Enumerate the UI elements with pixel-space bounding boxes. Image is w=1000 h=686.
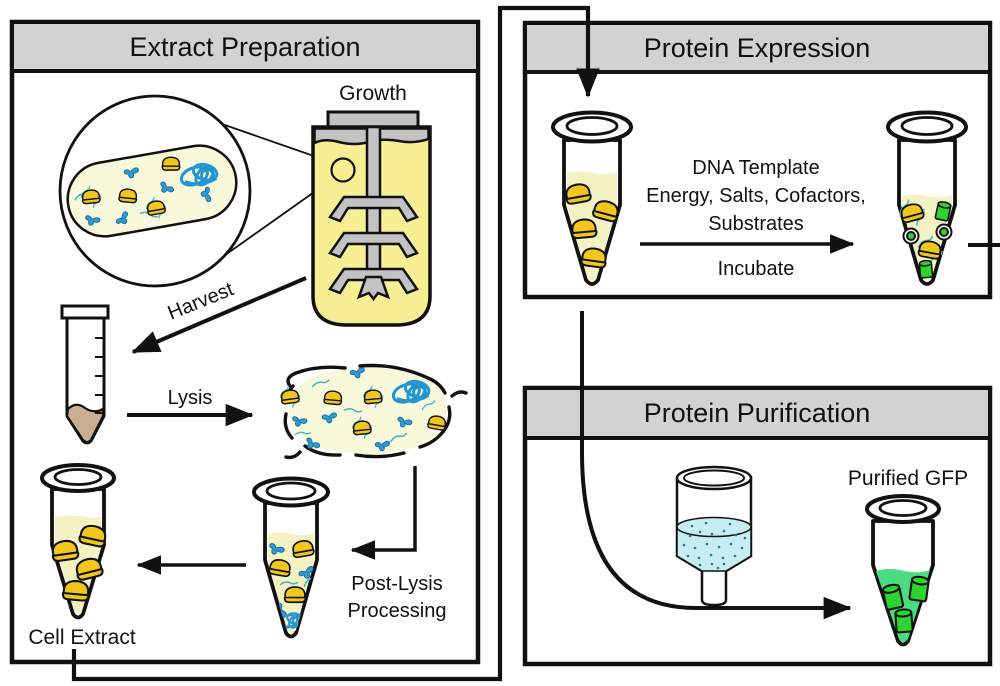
ribosome-icon (323, 389, 344, 406)
purified-gfp-tube (865, 494, 941, 647)
expression-input-tube (551, 110, 633, 286)
panel-header (523, 386, 992, 440)
extract-preparation-panel: Extract Preparation (9, 19, 481, 665)
tube-opening (878, 499, 928, 517)
bioreactor (311, 110, 432, 327)
tube-opening (900, 116, 954, 136)
protein-purification-panel: Protein Purification Purified GFP (522, 385, 993, 667)
lysed-cell-cytoplasm (289, 367, 446, 455)
lysis-label: Lysis (168, 387, 213, 409)
ribosome-icon (61, 578, 91, 603)
reagents-line1: DNA Template (692, 157, 819, 179)
conical-tube (60, 304, 110, 445)
ribosome-icon (570, 217, 598, 240)
filter-opening (683, 469, 745, 487)
conical-tube-cap (60, 304, 110, 320)
connector-expression-to-purification (580, 311, 852, 620)
graduation-ticks (95, 337, 104, 414)
filter-column (675, 465, 753, 607)
panel-header (523, 21, 992, 74)
tube-opening (565, 116, 619, 136)
resin-beads (682, 521, 747, 570)
cell-extract-tube (40, 463, 116, 620)
lysed-cell (278, 363, 468, 460)
harvest-arrow (131, 276, 307, 354)
panel-title: Extract Preparation (129, 32, 360, 62)
tube-opening (265, 481, 317, 501)
protein-expression-panel: Protein Expression DNA Template Energy, … (522, 20, 993, 300)
panel-title: Protein Purification (644, 398, 871, 428)
gfp-barrel-icon (935, 223, 953, 241)
ribosome-icon (283, 586, 307, 604)
expression-output-tube (886, 110, 968, 286)
purified-gfp-label: Purified GFP (848, 467, 968, 490)
gfp-barrel-icon (918, 259, 934, 279)
gfp-barrel-icon (908, 574, 931, 603)
post-lysis-label-line2: Processing (348, 600, 447, 622)
reagents-line3: Substrates (708, 213, 804, 235)
incubate-label: Incubate (718, 258, 795, 280)
panel-title: Protein Expression (644, 33, 871, 63)
gfp-barrel-icon (894, 607, 914, 634)
panel-header (10, 20, 480, 73)
post-lysis-arrow (350, 466, 417, 560)
gfp-barrel-icon (934, 200, 953, 222)
gfp-barrel-icon (881, 582, 905, 612)
gfp-barrel-icon (902, 227, 920, 245)
lysed-membrane-fragments (283, 363, 468, 460)
cell-extract-label: Cell Extract (28, 626, 136, 649)
cell-pellet (65, 403, 105, 444)
post-lysis-tube (252, 476, 330, 639)
ribosome-icon (161, 156, 181, 171)
sampling-circle (330, 157, 356, 183)
bacterial-cell (66, 144, 238, 238)
magnified-cell-inset (58, 94, 335, 288)
bioreactor-impeller (328, 125, 419, 302)
growth-label: Growth (339, 82, 407, 105)
resin-surface (676, 516, 752, 538)
reagents-line2: Energy, Salts, Cofactors, (646, 185, 866, 207)
connector-cell-extract-to-expression (71, 5, 600, 682)
post-lysis-label-line1: Post-Lysis (351, 573, 443, 595)
tube-opening (53, 468, 103, 486)
